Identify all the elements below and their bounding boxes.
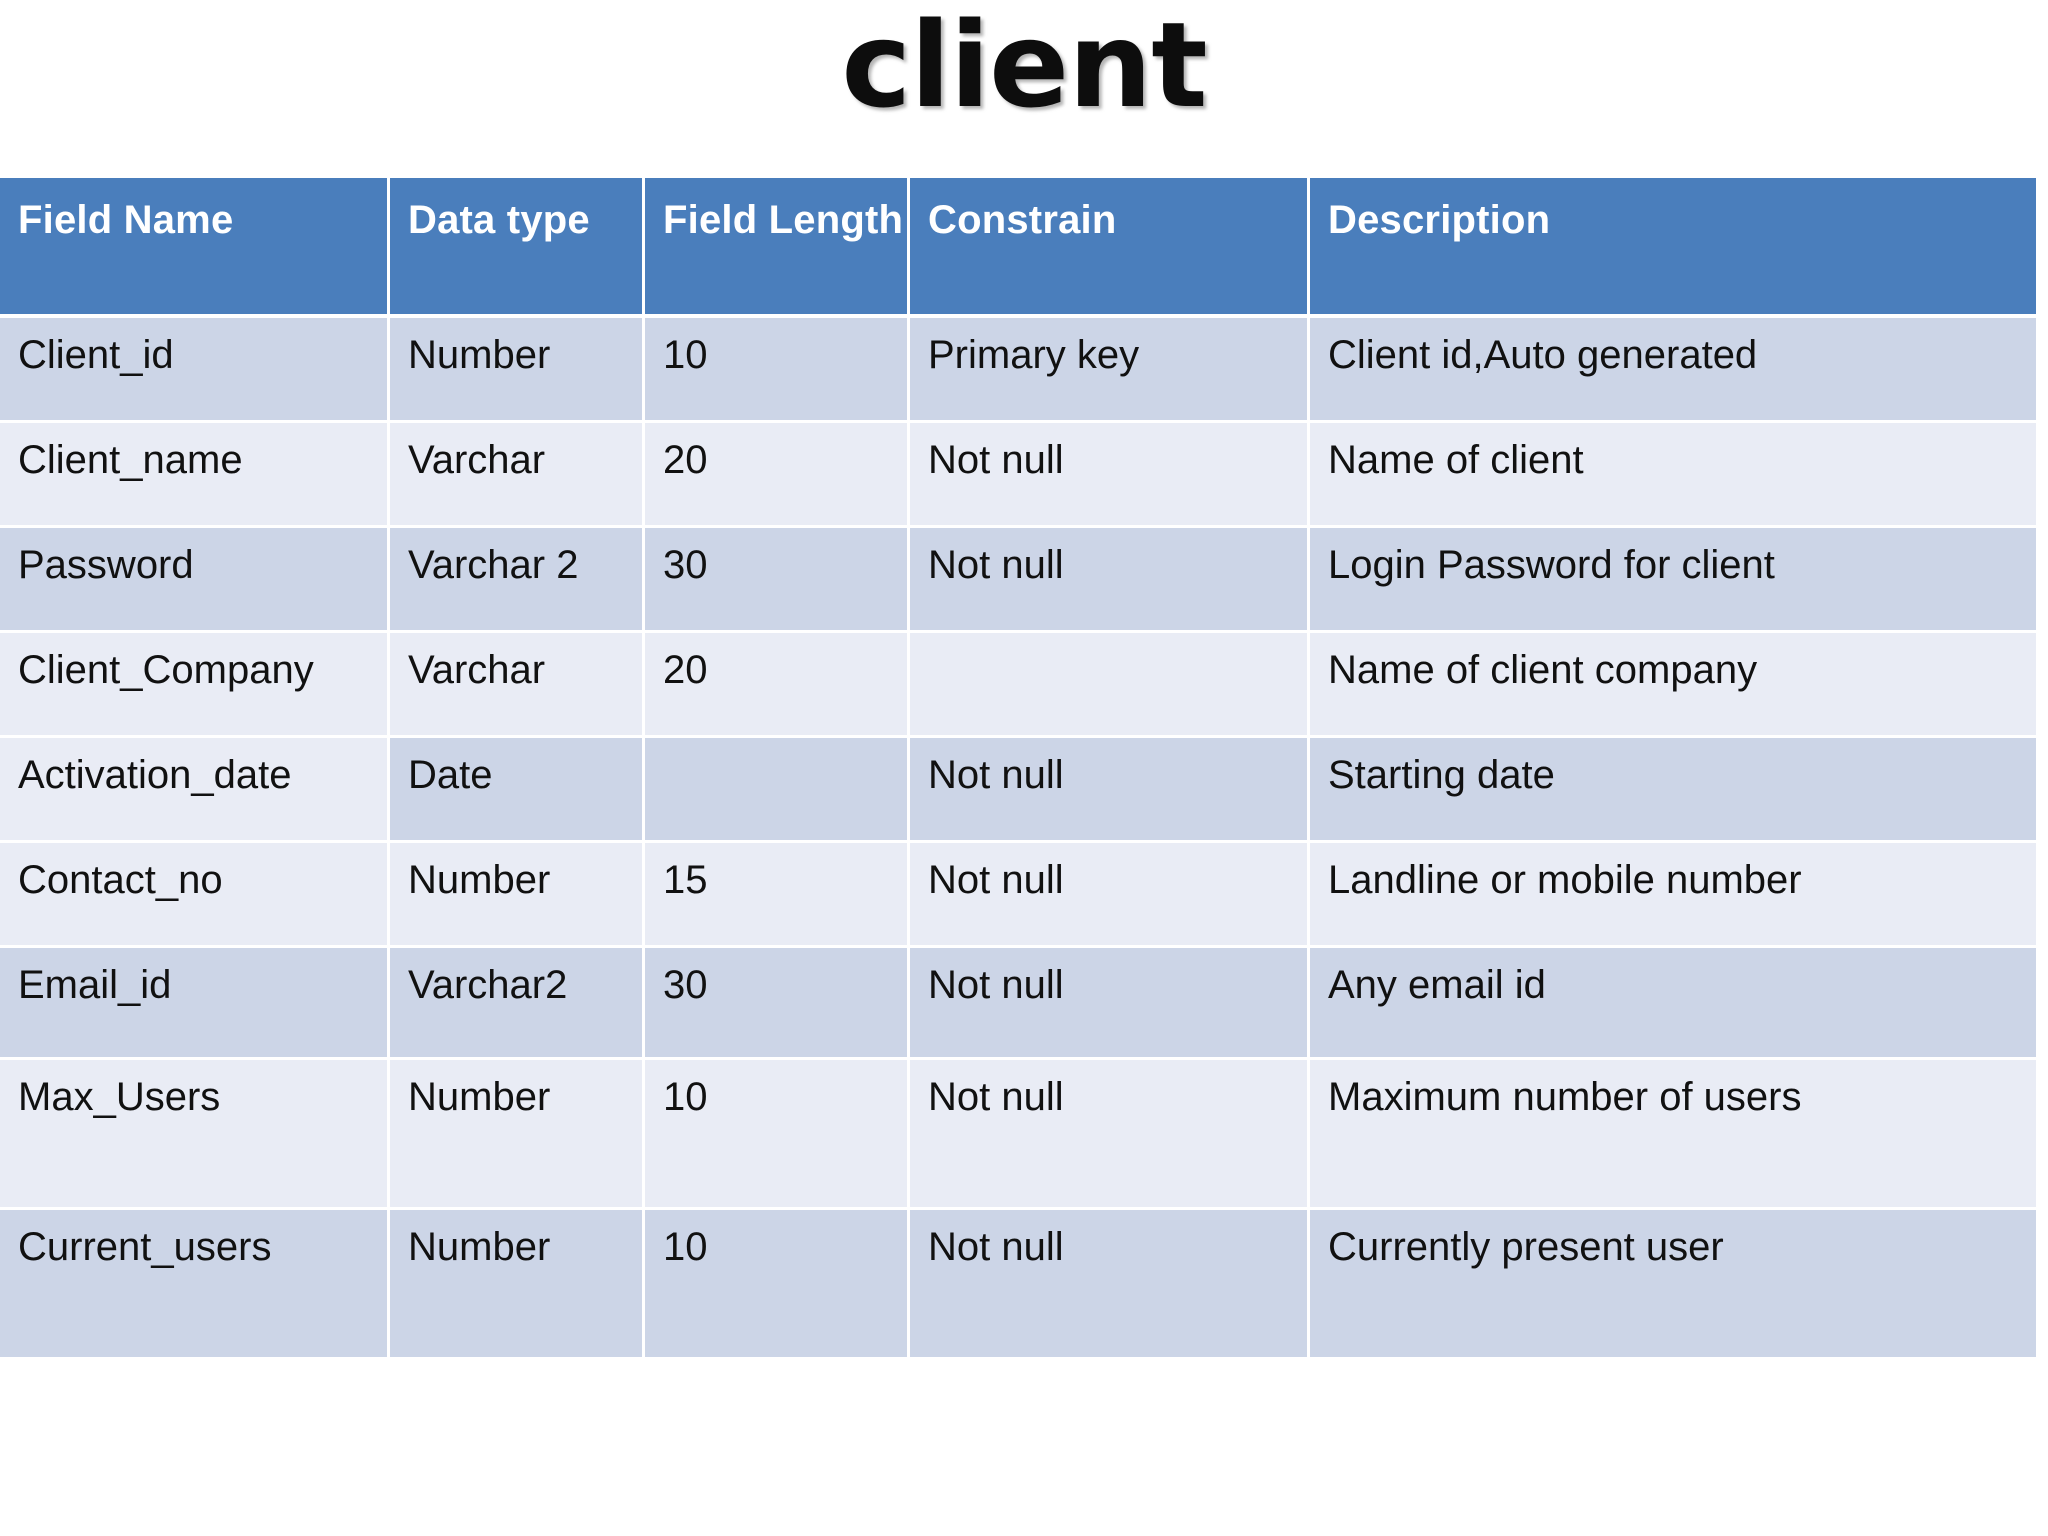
- cell-description: Maximum number of users: [1310, 1060, 2036, 1210]
- cell-constrain: [910, 633, 1310, 738]
- cell-field-length: 15: [645, 843, 910, 948]
- cell-data-type: Number: [390, 318, 645, 423]
- cell-field-length: 20: [645, 423, 910, 528]
- cell-field-length: 10: [645, 1210, 910, 1360]
- cell-field-name: Max_Users: [0, 1060, 390, 1210]
- table-row[interactable]: Current_users Number 10 Not null Current…: [0, 1210, 2036, 1360]
- cell-description: Currently present user: [1310, 1210, 2036, 1360]
- cell-field-name: Client_Company: [0, 633, 390, 738]
- table-row[interactable]: Password Varchar 2 30 Not null Login Pas…: [0, 528, 2036, 633]
- cell-constrain: Not null: [910, 1210, 1310, 1360]
- column-header-description[interactable]: Description: [1310, 178, 2036, 318]
- cell-constrain: Not null: [910, 738, 1310, 843]
- header-row: Field Name Data type Field Length Constr…: [0, 178, 2036, 318]
- table-row[interactable]: Client_id Number 10 Primary key Client i…: [0, 318, 2036, 423]
- cell-data-type: Number: [390, 1060, 645, 1210]
- cell-field-length: 30: [645, 528, 910, 633]
- column-header-field-name[interactable]: Field Name: [0, 178, 390, 318]
- table-header: Field Name Data type Field Length Constr…: [0, 178, 2036, 318]
- cell-data-type: Varchar2: [390, 948, 645, 1060]
- schema-table-container: Field Name Data type Field Length Constr…: [0, 178, 2036, 1360]
- column-header-field-length[interactable]: Field Length: [645, 178, 910, 318]
- cell-field-name: Email_id: [0, 948, 390, 1060]
- cell-constrain: Primary key: [910, 318, 1310, 423]
- cell-description: Name of client company: [1310, 633, 2036, 738]
- cell-field-length: 30: [645, 948, 910, 1060]
- cell-data-type: Date: [390, 738, 645, 843]
- cell-constrain: Not null: [910, 948, 1310, 1060]
- table-row[interactable]: Client_Company Varchar 20 Name of client…: [0, 633, 2036, 738]
- cell-field-name: Current_users: [0, 1210, 390, 1360]
- cell-constrain: Not null: [910, 528, 1310, 633]
- cell-field-name: Client_id: [0, 318, 390, 423]
- cell-description: Landline or mobile number: [1310, 843, 2036, 948]
- cell-field-name: Contact_no: [0, 843, 390, 948]
- cell-description: Client id,Auto generated: [1310, 318, 2036, 423]
- cell-constrain: Not null: [910, 843, 1310, 948]
- table-row[interactable]: Client_name Varchar 20 Not null Name of …: [0, 423, 2036, 528]
- column-header-data-type[interactable]: Data type: [390, 178, 645, 318]
- cell-field-name: Password: [0, 528, 390, 633]
- client-schema-table: Field Name Data type Field Length Constr…: [0, 178, 2036, 1360]
- cell-constrain: Not null: [910, 1060, 1310, 1210]
- cell-data-type: Number: [390, 1210, 645, 1360]
- table-row[interactable]: Max_Users Number 10 Not null Maximum num…: [0, 1060, 2036, 1210]
- cell-description: Login Password for client: [1310, 528, 2036, 633]
- table-row[interactable]: Contact_no Number 15 Not null Landline o…: [0, 843, 2036, 948]
- cell-field-name: Activation_date: [0, 738, 390, 843]
- cell-description: Name of client: [1310, 423, 2036, 528]
- cell-field-length: 10: [645, 1060, 910, 1210]
- cell-description: Starting date: [1310, 738, 2036, 843]
- column-header-constrain[interactable]: Constrain: [910, 178, 1310, 318]
- cell-data-type: Number: [390, 843, 645, 948]
- cell-data-type: Varchar 2: [390, 528, 645, 633]
- table-body: Client_id Number 10 Primary key Client i…: [0, 318, 2036, 1360]
- cell-field-length: 10: [645, 318, 910, 423]
- table-row[interactable]: Email_id Varchar2 30 Not null Any email …: [0, 948, 2036, 1060]
- cell-field-length: [645, 738, 910, 843]
- page-title: client: [841, 0, 1207, 134]
- table-row[interactable]: Activation_date Date Not null Starting d…: [0, 738, 2036, 843]
- cell-constrain: Not null: [910, 423, 1310, 528]
- cell-description: Any email id: [1310, 948, 2036, 1060]
- cell-data-type: Varchar: [390, 423, 645, 528]
- cell-field-name: Client_name: [0, 423, 390, 528]
- cell-data-type: Varchar: [390, 633, 645, 738]
- cell-field-length: 20: [645, 633, 910, 738]
